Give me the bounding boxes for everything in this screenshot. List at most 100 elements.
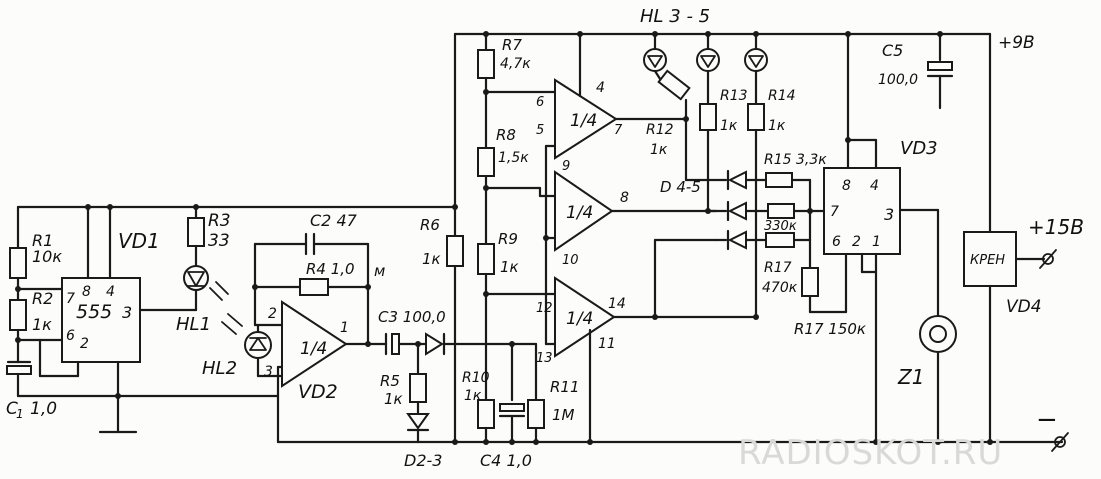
label-r11-value: 1М [552, 406, 575, 424]
label-vd3-pin3: 3 [884, 205, 894, 224]
diode-d2 [425, 332, 444, 356]
comparators [543, 31, 758, 445]
resistor-r2 [9, 299, 27, 331]
label-r13-value: 1к [720, 118, 738, 134]
label-r13: R13 [720, 88, 748, 104]
regulator-vd4 [963, 231, 1017, 287]
resistor-r7 [477, 49, 495, 79]
label-plus-15v: +15В [1028, 215, 1084, 239]
label-comp-a-pin4: 4 [596, 80, 605, 96]
label-comp-c-pin12: 12 [536, 301, 553, 316]
label-kren: КРЕН [970, 253, 1005, 268]
label-vd3-pin6: 6 [832, 234, 841, 250]
resistor-r8 [477, 147, 495, 177]
resistor-r5 [409, 373, 427, 403]
label-hl1: HL1 [176, 314, 211, 335]
resistor-r16 [767, 203, 795, 219]
label-r12-value: 1к [650, 142, 668, 158]
label-r1: R1 [32, 231, 53, 250]
label-r9: R9 [498, 230, 518, 248]
label-vd1-pin3: 3 [122, 303, 132, 322]
label-comp-c-pin11: 11 [598, 336, 616, 352]
label-r4: R4 1,0 [306, 260, 355, 278]
label-comp-b-pin10: 10 [562, 253, 579, 268]
label-vd2-pin1: 1 [340, 320, 349, 336]
resistor-r13 [699, 103, 717, 131]
label-hl3-5: HL 3 - 5 [640, 6, 710, 27]
label-vd2-pin2: 2 [268, 306, 277, 322]
label-m: м [374, 262, 385, 280]
terminal-plus15 [1042, 253, 1054, 265]
label-vd4: VD4 [1006, 297, 1042, 317]
label-vd3-pin2: 2 [852, 234, 861, 250]
label-vd1-pin6: 6 [66, 328, 75, 344]
label-r9-value: 1к [500, 258, 519, 276]
label-comp-b-pin8: 8 [620, 190, 629, 206]
label-comp-c-pin14: 14 [608, 296, 626, 312]
opamp-vd2 [281, 300, 348, 388]
label-vd2-pin3: 3 [264, 364, 273, 380]
label-r10: R10 [462, 370, 490, 386]
label-d2-3: D2-3 [404, 451, 442, 470]
label-comp-c-quarter: 1/4 [566, 309, 593, 329]
label-comp-a-pin5: 5 [536, 123, 544, 138]
label-c5-value: 100,0 [878, 72, 918, 88]
label-comp-b-quarter: 1/4 [566, 203, 593, 223]
label-comp-b-pin9: 9 [562, 159, 570, 174]
resistor-r17 [765, 232, 795, 248]
label-r14: R14 [768, 88, 796, 104]
resistor-r10 [477, 399, 495, 429]
label-c1-value: 1,0 [30, 399, 57, 419]
label-vd1-pin4: 4 [106, 284, 115, 300]
label-comp-c-pin13: 13 [536, 351, 553, 366]
resistor-r11 [527, 399, 545, 429]
diode-d5 [727, 201, 747, 221]
label-r15: R15 3,3к [764, 152, 827, 168]
driver-vd3-section [823, 31, 957, 445]
photodiode-hl2 [244, 331, 272, 359]
label-comp-a-pin6: 6 [536, 95, 544, 110]
label-vd3-pin8: 8 [842, 178, 851, 194]
label-vd2: VD2 [298, 381, 338, 403]
label-r8-value: 1,5к [498, 150, 529, 166]
label-plus-9v: +9В [998, 33, 1035, 53]
label-comp-a-quarter: 1/4 [570, 111, 597, 131]
ic-555-vd1 [61, 277, 141, 363]
resistor-r1 [9, 247, 27, 279]
label-r7: R7 [502, 36, 522, 54]
resistor-r17b [801, 267, 819, 297]
capacitor-c4 [499, 403, 525, 412]
label-comp-a-pin7: 7 [614, 123, 623, 138]
label-555: 555 [76, 301, 112, 323]
resistor-ladder [446, 31, 942, 445]
comparator-c [554, 276, 616, 358]
resistor-r4 [299, 278, 329, 296]
label-vd3: VD3 [900, 138, 938, 159]
resistor-r6 [446, 235, 464, 267]
label-r17-value: 470к [762, 280, 798, 296]
label-r3-value: 33 [208, 231, 230, 251]
diode-d4 [727, 170, 747, 190]
label-r2-value: 1к [32, 315, 52, 334]
label-r12: R12 [646, 122, 674, 138]
label-minus: − [1036, 405, 1058, 435]
label-r17: R17 [764, 260, 792, 276]
label-vd3-pin7: 7 [830, 204, 839, 220]
label-vd1: VD1 [118, 229, 160, 253]
resistor-r12 [657, 69, 691, 101]
label-c4: C4 1,0 [480, 451, 532, 470]
label-r8: R8 [496, 126, 516, 144]
ic-vd3 [823, 167, 901, 255]
label-r2: R2 [32, 289, 53, 308]
label-vd1-pin7: 7 [66, 291, 75, 307]
label-c2: C2 47 [310, 211, 358, 230]
label-r5-value: 1к [384, 390, 403, 408]
comparator-b [554, 170, 614, 252]
diode-d3 [406, 413, 430, 430]
resistor-r9 [477, 243, 495, 275]
label-r6: R6 [420, 216, 440, 234]
label-r5: R5 [380, 372, 400, 390]
diode-resistor-network [684, 169, 848, 314]
resistor-r15 [765, 172, 793, 188]
